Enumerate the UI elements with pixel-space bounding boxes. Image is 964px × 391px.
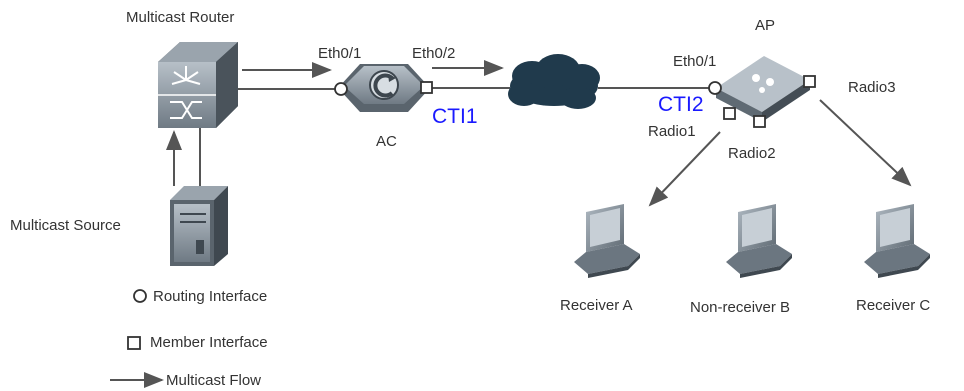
radio2-member-interface-icon <box>753 115 766 128</box>
radio1-label: Radio1 <box>648 123 696 140</box>
radio3-label: Radio3 <box>848 79 896 96</box>
flow-radio1-to-receiver-a <box>648 131 721 207</box>
receiver-c-label: Receiver C <box>856 297 931 314</box>
ap-eth0-1-routing-interface-icon <box>708 81 722 95</box>
legend-member-interface-icon <box>127 336 141 350</box>
radio2-label: Radio2 <box>728 145 776 162</box>
legend-routing-interface-label: Routing Interface <box>153 288 268 305</box>
network-cloud-icon <box>508 54 600 109</box>
non-receiver-b-label: Non-receiver B <box>690 299 791 316</box>
ac-label: AC <box>376 133 397 150</box>
multicast-flow-arrows <box>166 60 912 207</box>
links <box>199 87 709 186</box>
multicast-router-icon <box>158 42 238 128</box>
cti1-label: CTI1 <box>432 105 478 128</box>
interface-markers <box>334 75 816 128</box>
receiver-a-label: Receiver A <box>560 297 633 314</box>
legend <box>110 289 164 388</box>
ac-eth0-1-routing-interface-icon <box>334 82 348 96</box>
ap-label: AP <box>755 17 776 34</box>
legend-routing-interface-icon <box>133 289 147 303</box>
receiver-c-laptop-icon <box>864 204 930 278</box>
ac-eth0-1-label: Eth0/1 <box>318 45 362 62</box>
receiver-a-laptop-icon <box>574 204 640 278</box>
multicast-source-server-icon <box>170 186 228 266</box>
legend-member-interface-label: Member Interface <box>150 334 268 351</box>
flow-radio3-to-receiver-c <box>819 99 912 187</box>
ap-device-icon <box>716 56 810 122</box>
radio1-member-interface-icon <box>723 107 736 120</box>
legend-multicast-flow-label: Multicast Flow <box>166 372 262 389</box>
ap-eth0-1-label: Eth0/1 <box>673 53 717 70</box>
multicast-source-label: Multicast Source <box>10 217 121 234</box>
cti2-label: CTI2 <box>658 93 704 116</box>
ac-eth0-2-member-interface-icon <box>420 81 433 94</box>
radio3-member-interface-icon <box>803 75 816 88</box>
multicast-router-label: Multicast Router <box>126 9 235 26</box>
ac-eth0-2-label: Eth0/2 <box>412 45 456 62</box>
non-receiver-b-laptop-icon <box>726 204 792 278</box>
ac-device-icon <box>338 64 430 112</box>
